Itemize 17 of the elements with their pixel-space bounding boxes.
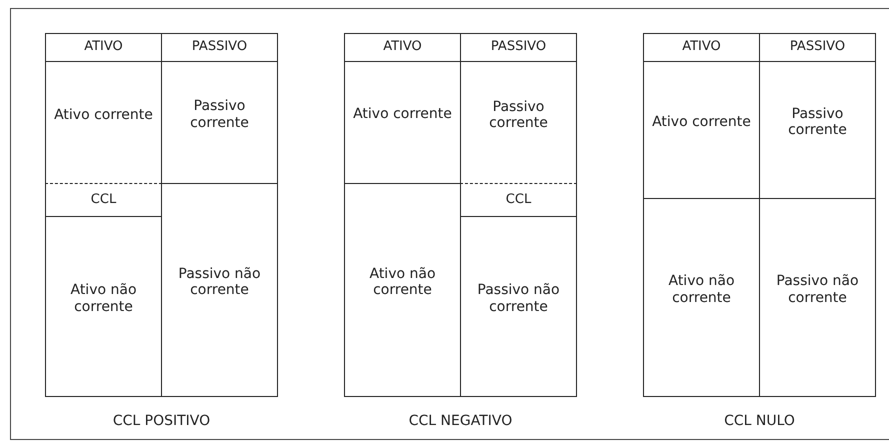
table-caption: CCL NULO	[723, 412, 796, 431]
table-cell: Passivo não corrente	[759, 198, 876, 397]
table-caption: CCL POSITIVO	[112, 412, 212, 431]
table-cell: Ativo não corrente	[344, 183, 461, 397]
table-cell: Ativo não corrente	[45, 216, 162, 397]
table-caption: CCL NEGATIVO	[408, 412, 514, 431]
table-cell: CCL	[45, 183, 162, 217]
table-cell: Ativo não corrente	[643, 198, 760, 397]
table-cell: CCL	[460, 183, 577, 217]
column-header: PASSIVO	[161, 33, 278, 62]
column-header: ATIVO	[344, 33, 461, 62]
table-cell: Passivo não corrente	[161, 183, 278, 397]
column-header: ATIVO	[45, 33, 162, 62]
column-header: PASSIVO	[460, 33, 577, 62]
table-cell: Passivo não corrente	[460, 216, 577, 397]
column-header: PASSIVO	[759, 33, 876, 62]
column-header: ATIVO	[643, 33, 760, 62]
